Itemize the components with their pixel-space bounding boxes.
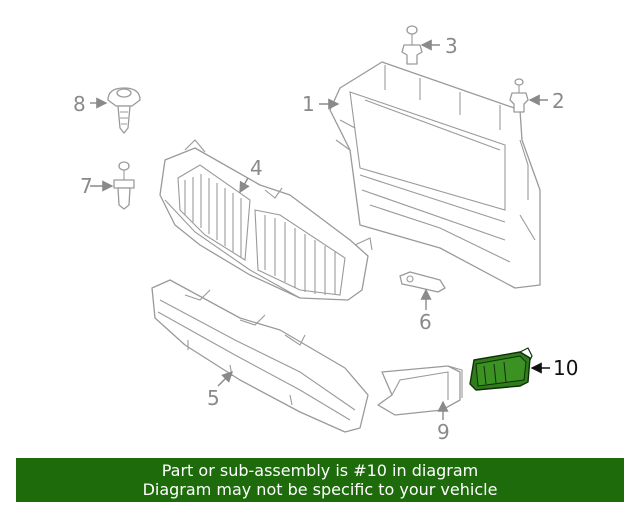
callout-1: 1	[302, 92, 315, 116]
leader-lines	[90, 39, 550, 420]
part-8-push-pin[interactable]	[107, 87, 141, 134]
callout-7: 7	[80, 174, 93, 198]
callout-6: 6	[419, 310, 432, 334]
callout-2: 2	[552, 89, 565, 113]
callout-10: 10	[553, 356, 578, 380]
exploded-parts-diagram: 1 2 3 4 5 6 7 8 9 10	[73, 25, 578, 444]
part-7-rivet[interactable]	[113, 161, 135, 210]
callout-8: 8	[73, 92, 86, 116]
part-9-air-duct[interactable]	[377, 365, 463, 416]
part-3-clip[interactable]	[401, 25, 423, 65]
callout-9: 9	[437, 420, 450, 444]
callout-3: 3	[445, 34, 458, 58]
part-1-frame[interactable]	[329, 61, 541, 289]
part-6-bracket[interactable]	[399, 271, 446, 293]
info-banner: Part or sub-assembly is #10 in diagram D…	[16, 458, 624, 502]
part-10-highlighted-duct[interactable]	[469, 347, 533, 391]
part-5-deflector[interactable]	[151, 279, 369, 433]
banner-line-1: Part or sub-assembly is #10 in diagram	[161, 461, 479, 480]
banner-line-2: Diagram may not be specific to your vehi…	[142, 480, 498, 499]
callout-5: 5	[207, 386, 220, 410]
callout-4: 4	[250, 156, 263, 180]
part-4-grille[interactable]	[159, 139, 373, 301]
part-2-clip[interactable]	[509, 78, 529, 113]
